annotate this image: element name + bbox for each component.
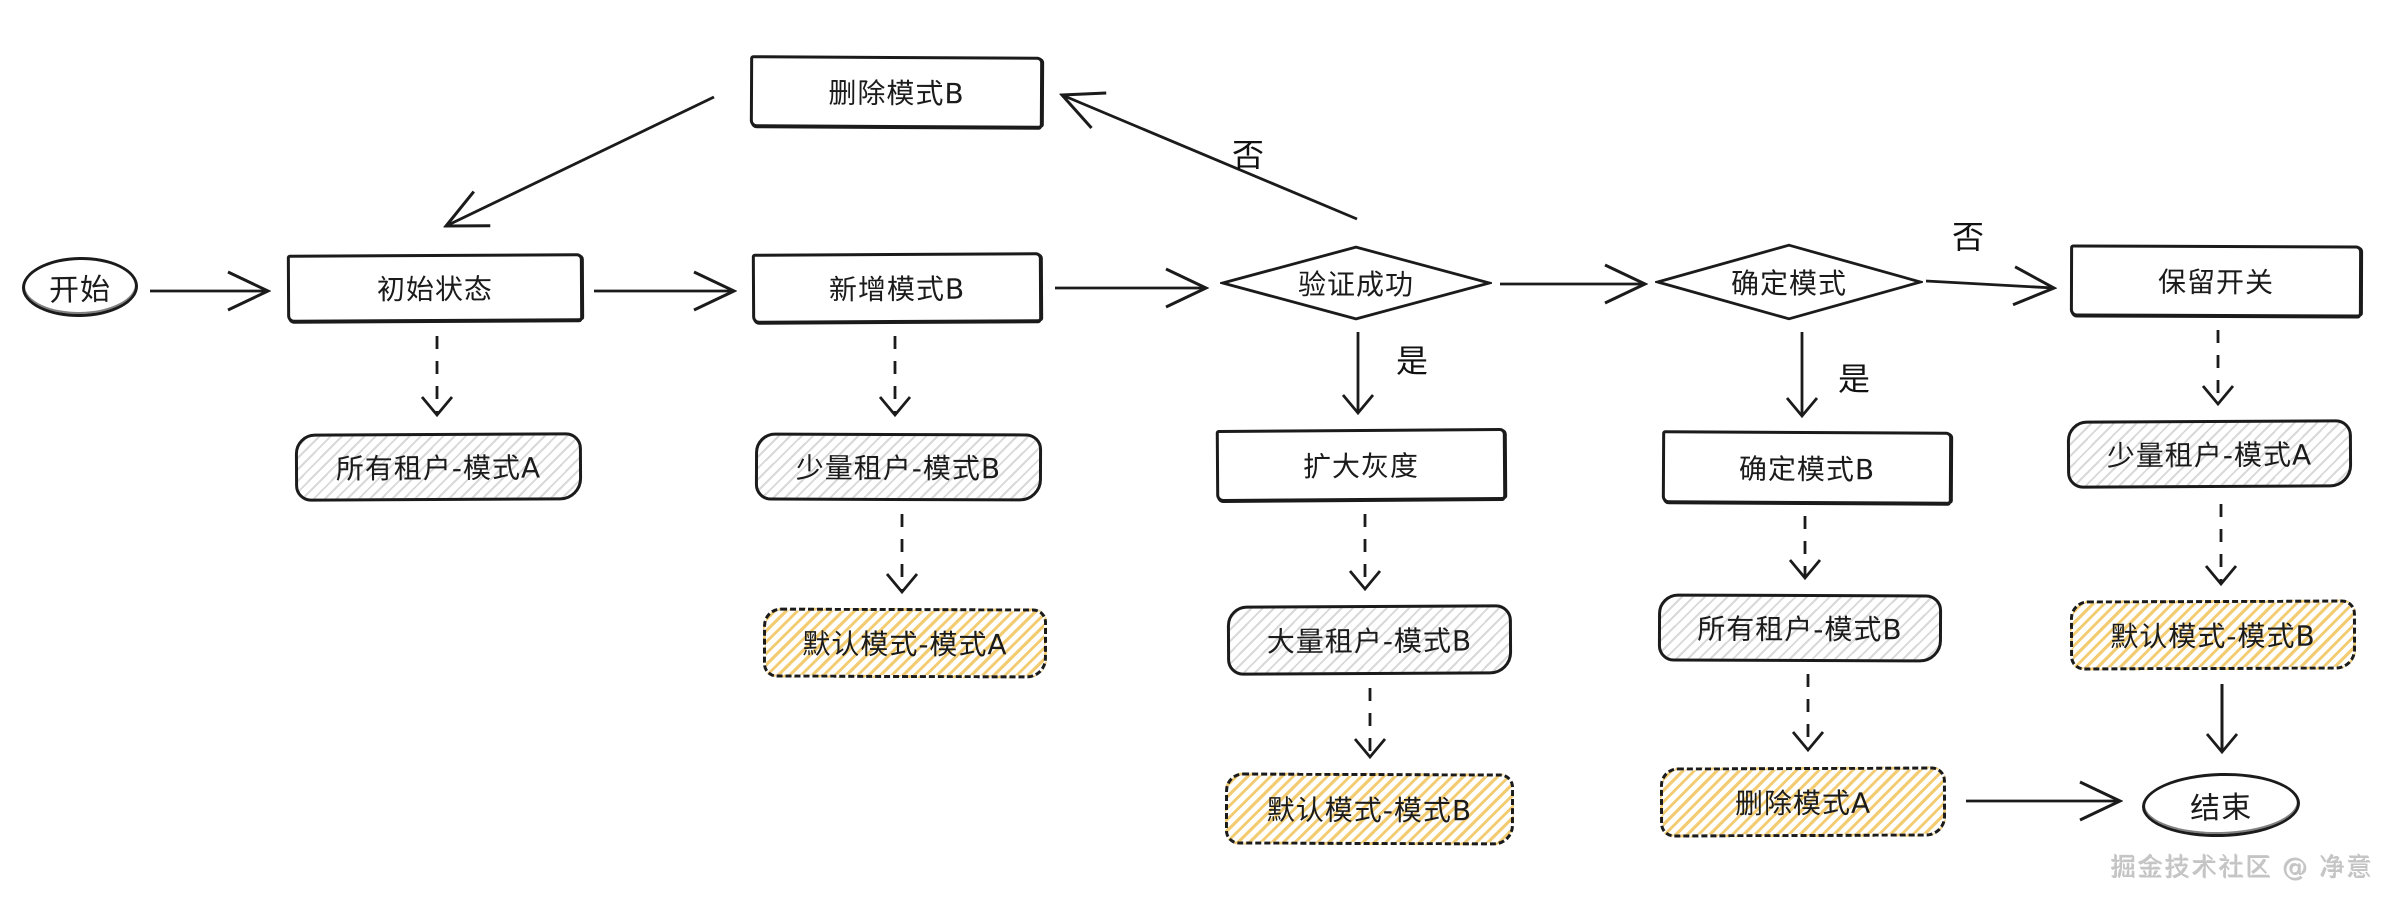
node-all-tenants-mode-b: 所有租户-模式B <box>1657 593 1943 663</box>
node-all-tenants-mode-a: 所有租户-模式A <box>294 432 583 502</box>
node-expand-gray: 扩大灰度 <box>1215 427 1507 503</box>
node-confirm-mode-label: 确定模式 <box>1730 267 1847 300</box>
node-end-label: 结束 <box>2189 790 2253 827</box>
node-default-mode-b-mid: 默认模式-模式B <box>1224 772 1515 846</box>
node-default-mode-b-right-label: 默认模式-模式B <box>2110 619 2316 654</box>
node-few-tenants-mode-b-label: 少量租户-模式B <box>795 451 1002 486</box>
node-delete-mode-b-label: 删除模式B <box>828 76 965 111</box>
edge-validate-no-to-delete-mode-b <box>1062 95 1358 221</box>
node-all-tenants-mode-b-label: 所有租户-模式B <box>1697 612 1903 647</box>
diamond-shape <box>1220 245 1492 321</box>
node-initial-state-label: 初始状态 <box>376 272 494 307</box>
node-add-mode-b: 新增模式B <box>751 252 1043 324</box>
edge-label-validate-no: 否 <box>1232 136 1265 174</box>
edge-label-confirm-yes: 是 <box>1838 360 1871 398</box>
node-default-mode-b-right: 默认模式-模式B <box>2069 599 2357 671</box>
edge-label-validate-yes: 是 <box>1396 342 1429 380</box>
node-start-label: 开始 <box>48 272 112 309</box>
node-confirm-mode-b-label: 确定模式B <box>1738 452 1876 486</box>
node-validate-success-label: 验证成功 <box>1297 268 1414 301</box>
node-expand-gray-label: 扩大灰度 <box>1302 449 1420 484</box>
node-delete-mode-a: 删除模式A <box>1659 766 1947 838</box>
node-add-mode-b-label: 新增模式B <box>828 272 966 307</box>
node-confirm-mode: 确定模式 <box>1655 243 1923 321</box>
diamond-shape <box>1655 243 1923 321</box>
node-confirm-mode-b: 确定模式B <box>1661 430 1953 505</box>
node-default-mode-b-mid-label: 默认模式-模式B <box>1266 793 1473 828</box>
node-all-tenants-mode-a-label: 所有租户-模式A <box>335 451 542 486</box>
node-few-tenants-mode-a-label: 少量租户-模式A <box>2106 438 2313 473</box>
node-delete-mode-b: 删除模式B <box>749 55 1044 129</box>
node-few-tenants-mode-a: 少量租户-模式A <box>2066 419 2353 489</box>
node-few-tenants-mode-b: 少量租户-模式B <box>754 432 1043 502</box>
node-initial-state: 初始状态 <box>286 253 584 323</box>
node-delete-mode-a-label: 删除模式A <box>1734 786 1872 821</box>
node-default-mode-a: 默认模式-模式A <box>762 607 1048 679</box>
node-validate-success: 验证成功 <box>1220 245 1492 321</box>
edge-confirm-no-to-keep-switch <box>1925 281 2054 288</box>
watermark: 掘金技术社区 @ 净意 <box>2111 853 2374 882</box>
node-many-tenants-mode-b: 大量租户-模式B <box>1226 604 1513 676</box>
node-default-mode-a-label: 默认模式-模式A <box>802 627 1008 662</box>
edge-delete-mode-b-to-initial <box>446 95 715 226</box>
node-keep-switch-label: 保留开关 <box>2157 265 2275 300</box>
node-many-tenants-mode-b-label: 大量租户-模式B <box>1266 624 1473 659</box>
edge-label-confirm-no: 否 <box>1952 218 1985 256</box>
node-keep-switch: 保留开关 <box>2069 244 2363 318</box>
